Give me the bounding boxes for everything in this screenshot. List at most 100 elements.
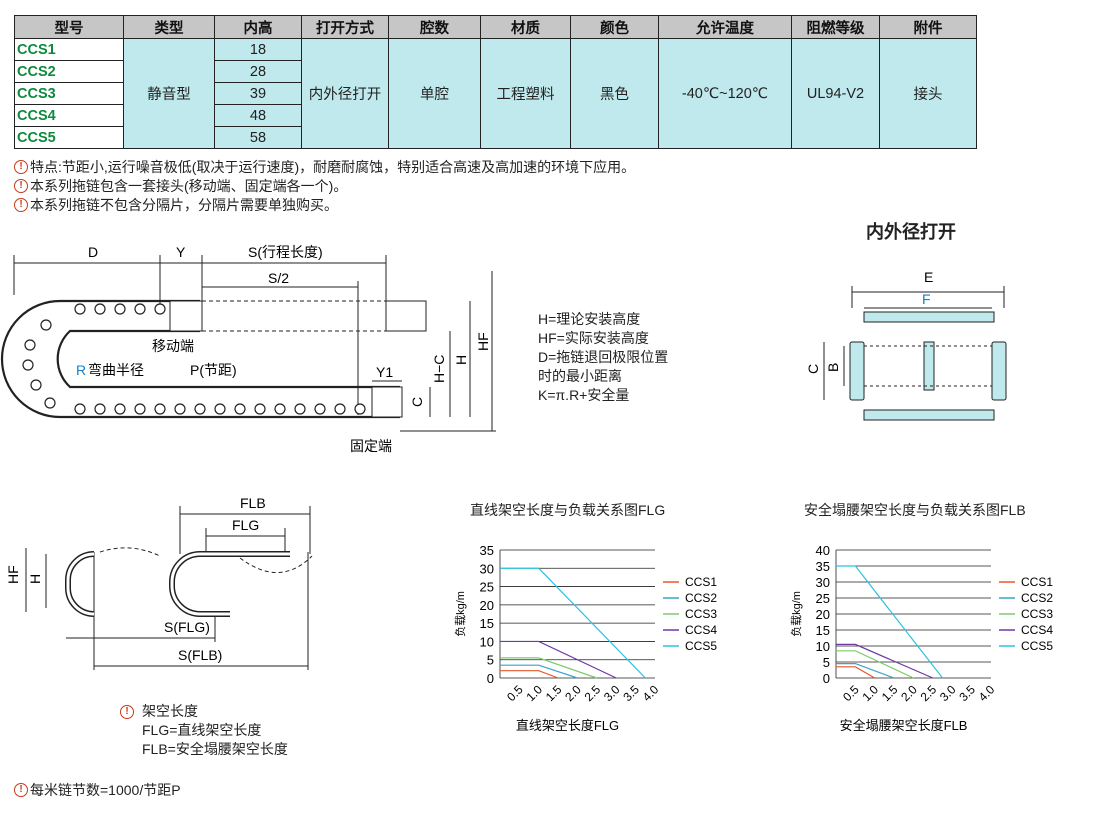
drag-chain-diagram: D Y S(行程长度) S/2 移动端 R 弯曲半径 P(节距) Y1 C H−… [0,244,496,454]
x-tick-label: 1.5 [879,682,901,704]
x-tick-label: 3.5 [620,682,642,704]
dim-c-label: C [409,397,425,407]
header-cell: 型号 [14,15,124,39]
chart-1-title: 直线架空长度与负载关系图FLG [470,502,666,518]
s-flb-label: S(FLB) [178,647,222,663]
spec-table: 型号 类型 内高 打开方式 腔数 材质 颜色 允许温度 阻燃等级 附件 CCS1… [14,15,977,149]
radius-r-label: R [76,362,86,378]
inner-height-cell: 48 [214,104,302,127]
chart-2: 40353025201510500.51.01.52.02.53.03.54.0… [789,543,1053,733]
warning-icon: ! [120,704,134,719]
x-tick-label: 0.5 [504,682,526,704]
span-note-line: FLG=直线架空长度 [142,722,262,738]
warning-icon: ! [14,198,28,212]
span-diagram: FLB FLG HF H S(FLG) S(FLB) [5,495,313,670]
definition-line: H=理论安装高度 [538,311,641,327]
y-tick-label: 10 [816,639,830,654]
y-tick-label: 20 [816,607,830,622]
pitch-label: P(节距) [190,362,237,378]
legend-label: CCS1 [1021,575,1053,589]
note-line: !本系列拖链不包含分隔片，分隔片需要单独购买。 [14,195,338,215]
series-line-ccs3 [836,650,914,679]
span-note-line: FLB=安全塌腰架空长度 [142,741,288,757]
series-line-ccs2 [500,664,578,679]
series-line-ccs1 [836,666,876,679]
radius-label: 弯曲半径 [88,362,144,378]
legend-label: CCS4 [1021,623,1053,637]
chart-1: 353025201510500.51.01.52.02.53.03.54.0负载… [453,543,717,733]
chambers-cell: 单腔 [388,38,481,149]
header-cell: 打开方式 [301,15,389,39]
color-cell: 黑色 [570,38,659,149]
y-tick-label: 25 [816,591,830,606]
y-tick-label: 5 [487,653,494,668]
moving-end-label: 移动端 [152,338,194,354]
header-cell: 内高 [214,15,302,39]
flg-label: FLG [232,517,259,533]
dim-h-label: H [453,355,469,365]
model-cell: CCS2 [14,60,124,83]
y-tick-label: 20 [480,598,494,613]
legend-label: CCS3 [685,607,717,621]
model-cell: CCS3 [14,82,124,105]
inner-height-cell: 28 [214,60,302,83]
warning-icon: ! [14,179,28,193]
dim-f-label: F [922,291,931,307]
bottom-note: !每米链节数=1000/节距P [14,780,181,800]
model-cell: CCS1 [14,38,124,61]
x-tick-label: 2.0 [562,682,584,704]
hf-label: HF [5,565,21,584]
dim-hf-label: HF [475,332,491,351]
x-axis-label: 直线架空长度FLG [516,718,619,733]
x-tick-label: 4.0 [976,682,998,704]
header-cell: 材质 [480,15,571,39]
dim-e-label: E [924,269,933,285]
definitions-block: H=理论安装高度 HF=实际安装高度 D=拖链退回极限位置 时的最小距离 K=π… [538,310,668,405]
y-tick-label: 15 [816,623,830,638]
x-tick-label: 2.0 [898,682,920,704]
model-cell: CCS5 [14,126,124,149]
inner-height-cell: 58 [214,126,302,149]
cross-section-diagram: E F C B [805,269,1007,421]
accessory-cell: 接头 [879,38,977,149]
series-line-ccs3 [500,657,598,679]
chart-2-title: 安全塌腰架空长度与负载关系图FLB [804,502,1026,518]
dim-c-label: C [805,364,821,374]
table-row: CCS5 58 [14,126,977,149]
open-method-cell: 内外径打开 [301,38,389,149]
bottom-note-text: 每米链节数=1000/节距P [30,782,181,798]
x-tick-label: 3.0 [601,682,623,704]
x-axis-label: 安全塌腰架空长度FLB [840,718,968,733]
x-tick-label: 3.0 [937,682,959,704]
y-tick-label: 35 [816,559,830,574]
dim-s2-label: S/2 [268,270,289,286]
model-cell: CCS4 [14,104,124,127]
y-axis-label: 负载kg/m [453,591,467,637]
flb-label: FLB [240,495,266,511]
s-flg-label: S(FLG) [164,619,210,635]
legend-label: CCS5 [685,639,717,653]
x-tick-label: 4.0 [640,682,662,704]
definition-line: K=π.R+安全量 [538,387,630,403]
span-notes-title: 架空长度 [142,703,198,719]
x-tick-label: 3.5 [956,682,978,704]
series-line-ccs5 [500,567,646,679]
legend-label: CCS5 [1021,639,1053,653]
series-line-ccs4 [836,643,934,679]
header-cell: 颜色 [570,15,659,39]
definition-line: 时的最小距离 [538,368,622,384]
series-line-ccs5 [836,565,944,679]
legend-label: CCS3 [1021,607,1053,621]
x-tick-label: 1.0 [523,682,545,704]
type-cell: 静音型 [123,38,215,149]
x-tick-label: 2.5 [582,682,604,704]
y-tick-label: 5 [823,655,830,670]
definition-line: D=拖链退回极限位置 [538,349,669,365]
definition-line: HF=实际安装高度 [538,330,649,346]
material-cell: 工程塑料 [480,38,571,149]
table-row: CCS1 静音型 18 内外径打开 单腔 工程塑料 黑色 -40℃~120℃ U… [14,38,977,149]
header-cell: 允许温度 [658,15,792,39]
y-tick-label: 35 [480,543,494,558]
series-line-ccs4 [500,640,617,679]
y-tick-label: 10 [480,634,494,649]
